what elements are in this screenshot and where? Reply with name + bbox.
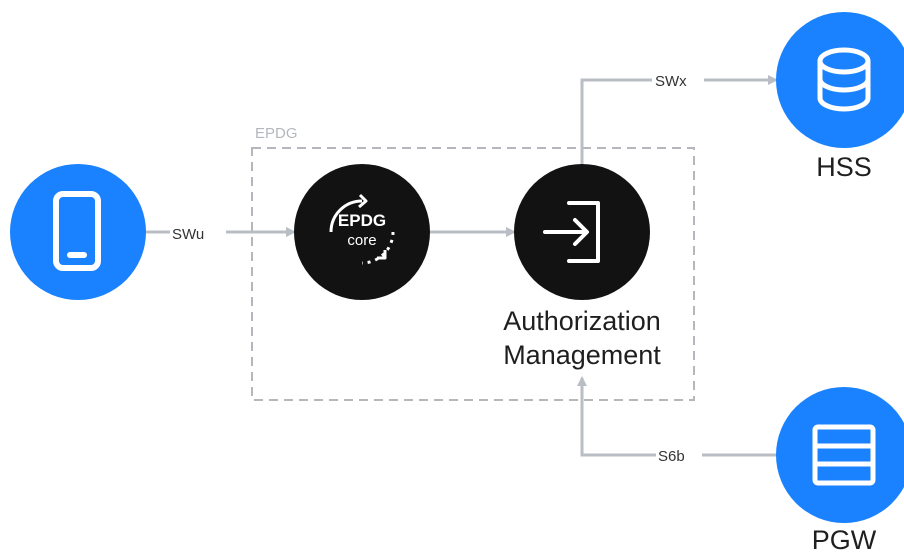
pgw-label: PGW bbox=[812, 525, 877, 552]
epdg-core-label-line2: core bbox=[347, 232, 376, 249]
svg-text:S6b: S6b bbox=[658, 448, 685, 465]
server-icon bbox=[812, 424, 876, 486]
edge-label-s6b: S6b bbox=[656, 444, 702, 466]
edge-label-swx: SWx bbox=[652, 69, 704, 91]
edge-auth-to-hss bbox=[580, 75, 778, 166]
svg-text:SWu: SWu bbox=[172, 226, 204, 243]
hss-node[interactable] bbox=[776, 12, 904, 148]
auth-management-node[interactable] bbox=[514, 164, 650, 300]
epdg-group-boundary bbox=[251, 147, 695, 401]
auth-management-label-line2: Management bbox=[503, 340, 661, 370]
database-icon bbox=[817, 47, 871, 112]
sign-in-arrow-icon bbox=[543, 201, 600, 263]
edge-label-swu: SWu bbox=[170, 222, 226, 244]
hss-label: HSS bbox=[816, 152, 872, 182]
auth-management-label-line1: Authorization bbox=[503, 306, 661, 336]
epdg-group-label: EPDG bbox=[255, 125, 298, 142]
edge-pgw-to-auth bbox=[577, 376, 776, 457]
epdg-core-icon bbox=[329, 193, 395, 265]
mobile-phone-icon bbox=[53, 191, 101, 271]
edges bbox=[146, 75, 778, 457]
epdg-core-node[interactable]: EPDG core bbox=[294, 164, 430, 300]
pgw-node[interactable] bbox=[776, 387, 904, 523]
svg-text:SWx: SWx bbox=[655, 73, 687, 90]
ue-node[interactable] bbox=[10, 164, 146, 300]
epdg-core-label-line1: EPDG bbox=[338, 211, 386, 230]
